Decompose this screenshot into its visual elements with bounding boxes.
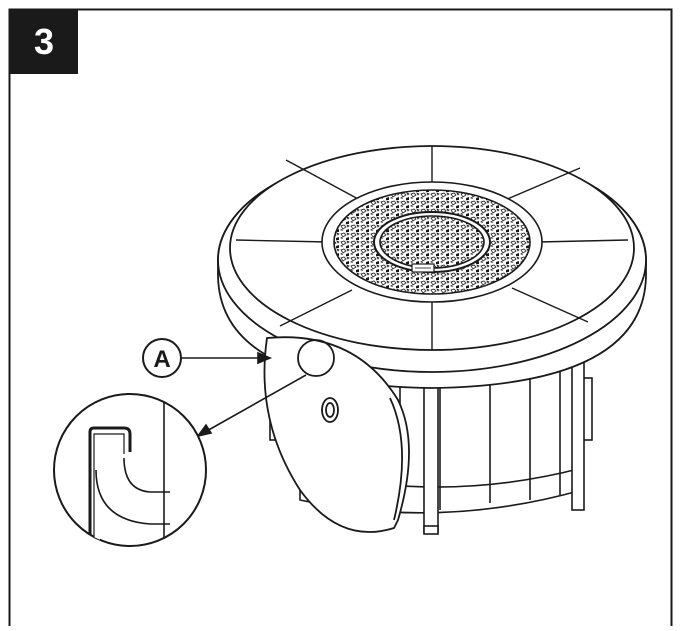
detail-magnifier-icon — [53, 393, 207, 547]
detail-leader-arrow — [196, 374, 307, 438]
tabletop-segments — [235, 146, 629, 350]
callout-label: A — [153, 346, 170, 373]
lid-cover — [263, 336, 410, 533]
step-number-badge: 3 — [10, 10, 78, 74]
callout-circle-icon — [297, 339, 335, 377]
front-legs — [423, 349, 585, 535]
callout-arrow — [181, 351, 273, 365]
burner-bowl — [321, 181, 543, 303]
step-number: 3 — [33, 21, 55, 62]
